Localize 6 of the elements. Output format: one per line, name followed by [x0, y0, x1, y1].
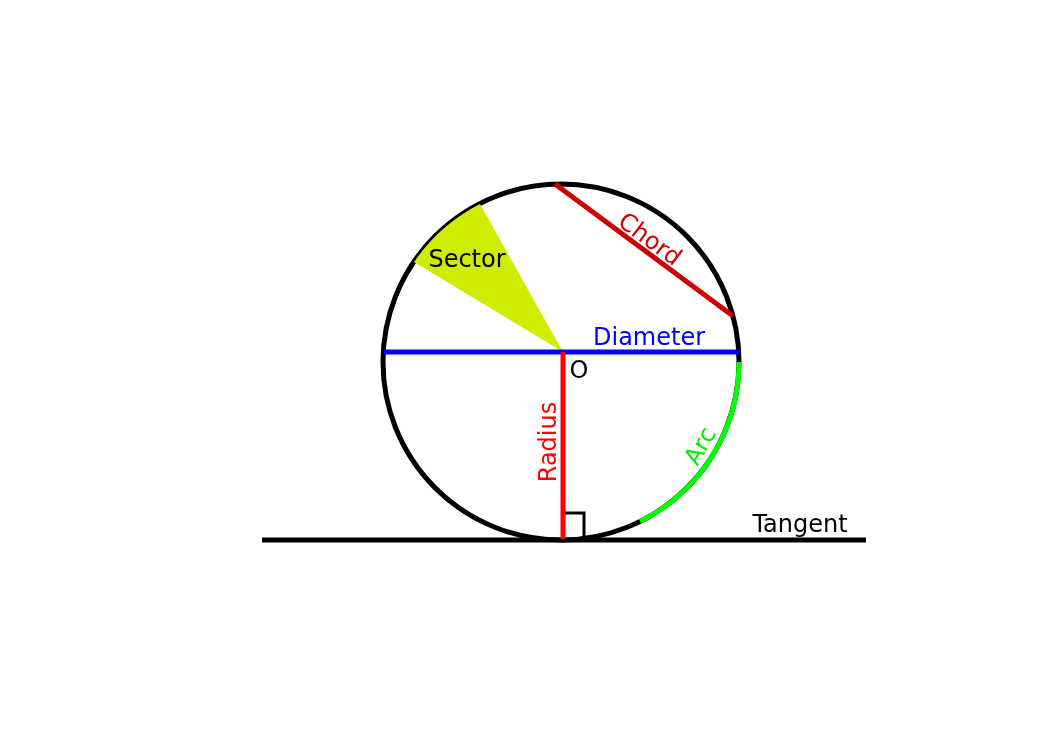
arc-label: Arc	[679, 423, 721, 469]
centre-label: O	[569, 358, 589, 382]
sector-label: Sector	[428, 247, 506, 271]
diameter-label: Diameter	[593, 325, 705, 349]
tangent-label: Tangent	[752, 512, 848, 536]
radius-label: Radius	[536, 401, 560, 483]
